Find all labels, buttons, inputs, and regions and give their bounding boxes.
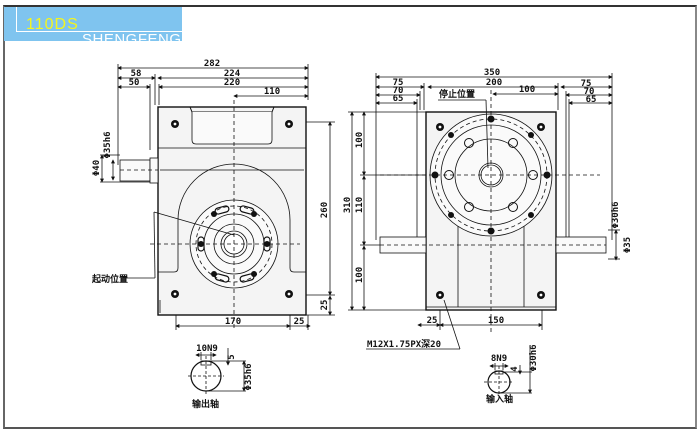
- input-key-depth: 4: [510, 366, 520, 372]
- dim-100-upper: 100: [355, 132, 365, 148]
- input-shaft-label: 输入轴: [486, 393, 513, 405]
- dim-65-right: 65: [586, 95, 597, 105]
- dim-110-front: 110: [355, 197, 365, 213]
- dim-phi40: Φ40: [92, 160, 102, 176]
- stop-position-label: 停止位置: [439, 88, 475, 100]
- brand-name: SHENGFENG: [82, 31, 182, 48]
- drawing-frame: [3, 5, 697, 429]
- dim-224: 224: [224, 69, 241, 79]
- bolt-holes: [171, 115, 551, 299]
- output-shaft-section: [188, 348, 246, 396]
- input-shaft-dia: Φ30h6: [529, 344, 539, 371]
- dim-350: 350: [484, 68, 500, 78]
- dim-50: 50: [129, 78, 140, 88]
- title-badge: 110DS SHENGFENG: [4, 7, 183, 48]
- thread-leader: [366, 299, 461, 350]
- side-view-dimension-lines: [100, 64, 335, 330]
- badge-inner-line: [16, 7, 183, 32]
- dim-25-bottom: 25: [294, 317, 305, 327]
- dim-phi30h6: Φ30h6: [611, 201, 621, 228]
- output-key-depth: 5: [227, 354, 237, 359]
- dim-25-front: 25: [427, 316, 438, 326]
- front-view-body: [379, 90, 607, 335]
- side-view-body: [119, 100, 307, 330]
- dim-170: 170: [225, 317, 241, 327]
- dim-65-left: 65: [393, 94, 404, 104]
- output-shaft-dia: Φ35h6: [244, 363, 254, 390]
- dim-25-right: 25: [320, 300, 330, 311]
- dim-phi35h6: Φ35h6: [103, 131, 113, 158]
- dim-100-lower: 100: [355, 267, 365, 283]
- start-position-leader: [123, 211, 235, 279]
- input-key-dim: 8N9: [491, 354, 507, 364]
- model-name: 110DS: [26, 16, 79, 33]
- start-position-label: 起动位置: [91, 273, 128, 285]
- stop-position-leader: [438, 99, 489, 169]
- input-shaft-section: [484, 345, 532, 398]
- dim-220: 220: [224, 78, 240, 88]
- dim-75-left: 75: [393, 78, 404, 88]
- dim-310: 310: [343, 197, 353, 213]
- dim-70-right: 70: [584, 87, 595, 97]
- dim-100-top: 100: [519, 85, 535, 95]
- dim-phi35: Φ35: [623, 237, 633, 253]
- dim-200: 200: [486, 78, 502, 88]
- dim-58: 58: [131, 69, 142, 79]
- dim-75-right: 75: [581, 79, 592, 89]
- thread-label: M12X1.75PX深20: [367, 338, 441, 350]
- dim-110: 110: [264, 87, 280, 97]
- dim-282: 282: [204, 59, 220, 69]
- dim-70-left: 70: [393, 86, 404, 96]
- output-shaft-label: 输出轴: [192, 398, 219, 410]
- dim-260: 260: [320, 202, 330, 218]
- output-key-dim: 10N9: [196, 344, 218, 354]
- dim-150: 150: [488, 316, 504, 326]
- front-inner-bolts: [444, 138, 538, 212]
